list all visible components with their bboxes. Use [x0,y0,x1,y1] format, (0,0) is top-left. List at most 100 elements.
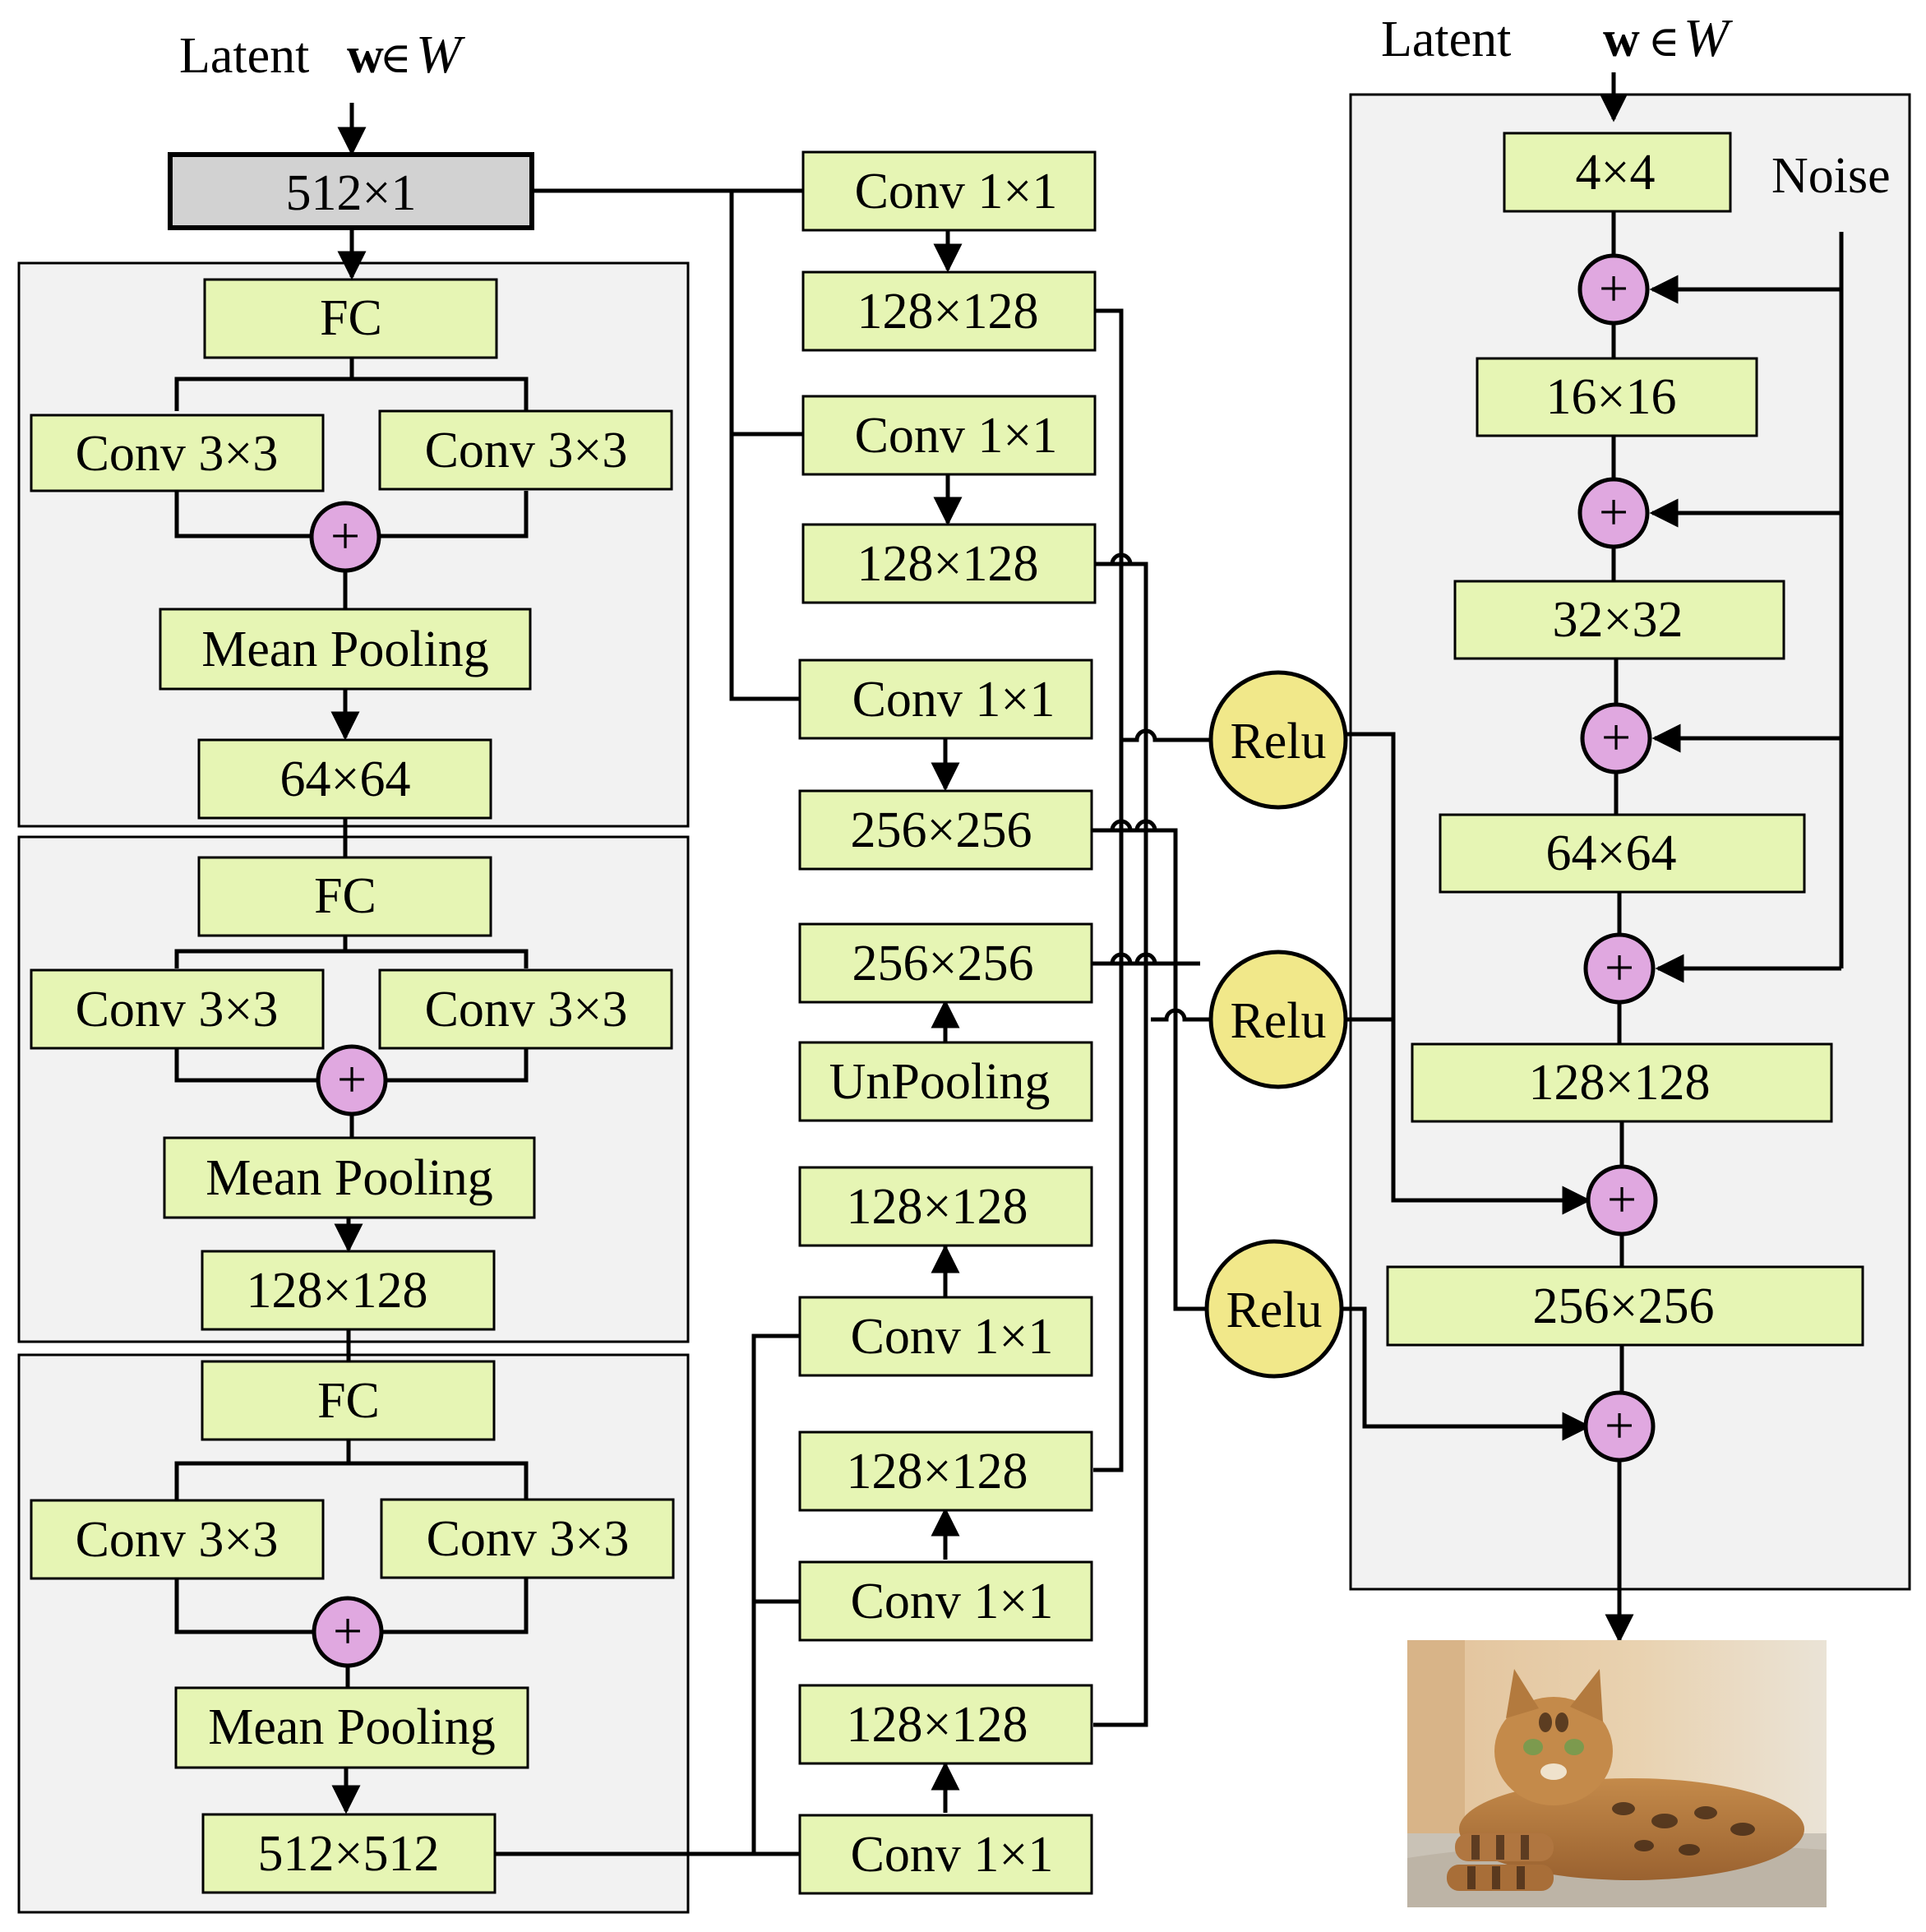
conv1x1-box [798,1296,1093,1377]
relu-node: Relu [1208,670,1348,810]
feature-label: 64×64 [280,751,411,807]
resolution-label: 128×128 [1529,1055,1711,1111]
fc-box [197,856,492,937]
conv3x3-box-a [30,968,325,1050]
latent-block [168,152,534,230]
conv1x1-label: Conv 1×1 [851,1574,1054,1629]
feature-box [201,1250,496,1331]
mean-pooling-label: Mean Pooling [201,622,489,677]
feature-label: 128×128 [247,1263,428,1319]
resolution-label: 4×4 [1576,145,1656,201]
mean-pooling-label: Mean Pooling [206,1150,493,1206]
add-node: + [312,1596,384,1668]
conv3x3-box-b [378,968,673,1050]
resolution-label: 16×16 [1546,369,1677,425]
conv3x3-label-a: Conv 3×3 [76,982,279,1038]
latent-label-left: Latent w ∈ W [179,25,465,85]
svg-text:Relu: Relu [1230,993,1326,1049]
relu-node: Relu [1204,1239,1344,1379]
resolution-label: 64×64 [1546,825,1677,881]
relu-nodes: Relu Relu Relu [1204,670,1348,1379]
conv1x1-box [798,659,1093,740]
svg-text:+: + [1605,938,1634,996]
conv3x3-label-b: Conv 3×3 [425,982,628,1038]
conv3x3-label-a: Conv 3×3 [76,1512,279,1568]
fc-label: FC [314,868,376,924]
resolution-label: 256×256 [1533,1278,1715,1334]
add-node: + [1577,477,1650,549]
svg-text:+: + [330,506,360,565]
upper-output-box [798,922,1093,1004]
svg-text:Relu: Relu [1230,714,1326,770]
feature-box [197,738,492,820]
feature-box [801,270,1097,352]
conv3x3-label-a: Conv 3×3 [76,426,279,482]
relu-connectors [1340,732,1591,1441]
svg-text:∈: ∈ [380,35,412,82]
conv3x3-box-b [380,1498,675,1579]
conv1x1-label: Conv 1×1 [852,672,1055,728]
svg-text:W: W [1684,8,1733,68]
conv1x1-label: Conv 1×1 [855,408,1058,464]
feature-box [798,789,1093,871]
add-node: + [316,1044,388,1116]
middle-column: Conv 1×1 128×128 Conv 1×1 128×128 Conv 1… [798,150,1097,1895]
conv1x1-label: Conv 1×1 [855,164,1058,220]
fc-label: FC [317,1373,380,1429]
svg-text:+: + [1607,1170,1637,1228]
noise-label: Noise [1771,148,1891,204]
fc-box [203,278,498,359]
feature-box [798,1166,1093,1247]
svg-text:+: + [1599,259,1628,317]
add-node: + [1580,702,1652,774]
upper-output-label: 256×256 [852,936,1034,991]
resolution-label: 32×32 [1553,592,1684,648]
latent-block-label: 512×1 [286,165,417,221]
mean-pooling-box [159,608,532,691]
unpooling-box [798,1041,1093,1122]
svg-text:∈: ∈ [1648,19,1680,66]
conv1x1-box [801,395,1097,476]
svg-text:+: + [1601,708,1631,766]
conv1x1-box [798,1560,1093,1642]
mean-pooling-box [163,1136,536,1219]
mean-pooling-box [174,1686,529,1769]
generator-trunk [1605,211,1844,1643]
svg-text:Relu: Relu [1226,1283,1322,1338]
resolution-box [1386,1265,1864,1347]
conv1x1-box [801,150,1097,232]
svg-text:+: + [337,1050,367,1108]
svg-text:+: + [1599,483,1628,541]
add-node: + [1577,253,1650,326]
feature-label: 128×128 [857,536,1039,592]
svg-text:W: W [416,25,465,85]
conv3x3-label-b: Conv 3×3 [427,1511,630,1567]
conv3x3-label-b: Conv 3×3 [425,423,628,478]
add-node: + [1583,1390,1656,1463]
feature-label: 128×128 [847,1179,1028,1235]
add-node: + [1583,932,1656,1005]
mean-pooling-label: Mean Pooling [208,1699,496,1755]
svg-text:+: + [333,1602,363,1660]
feature-box [798,1431,1093,1512]
stage-2: FC Conv 3×3 Conv 3×3 + Mean Pooling 128×… [30,856,673,1331]
fc-label: FC [320,290,382,346]
resolution-box [1411,1042,1833,1123]
resolution-box [1453,580,1785,660]
stage-1: FC Conv 3×3 Conv 3×3 + Mean Pooling 64×6… [30,278,673,820]
generator-column: 4×4 + 16×16 + 32×32 + 64×64 + 128×128 + [1386,132,1864,1463]
fc-box [201,1360,496,1441]
stage-3: FC Conv 3×3 Conv 3×3 + Mean Pooling 512×… [30,1360,675,1894]
conv3x3-box-b [378,409,673,491]
svg-text:w: w [347,28,384,84]
conv1x1-label: Conv 1×1 [851,1309,1054,1365]
resolution-box [1503,132,1732,213]
svg-text:+: + [1605,1396,1634,1454]
cat-photo-icon [1407,1640,1827,1907]
add-node: + [309,501,381,573]
feature-box [798,1684,1093,1765]
crossings [1091,552,1212,1022]
feature-label: 512×512 [258,1826,440,1882]
relu-node: Relu [1208,950,1348,1089]
